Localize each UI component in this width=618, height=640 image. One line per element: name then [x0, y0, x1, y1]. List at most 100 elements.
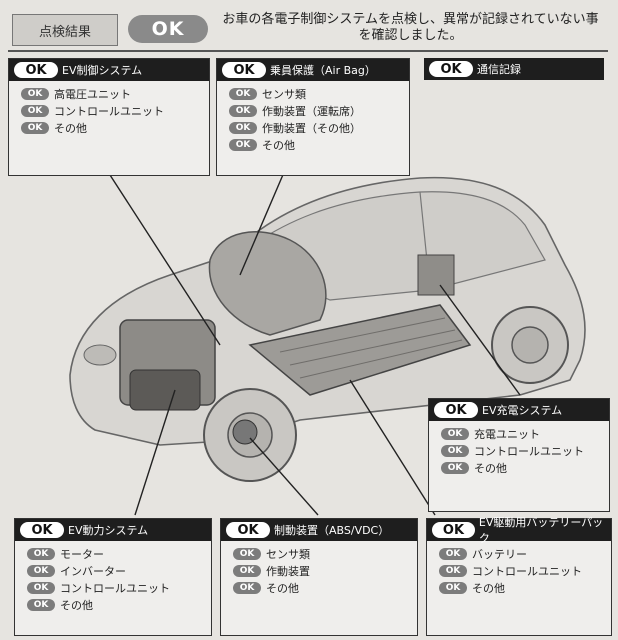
result-message-line-2: を確認しました。: [358, 28, 463, 43]
item-label: その他: [266, 581, 299, 595]
status-badge: OK: [14, 62, 58, 78]
list-item: OK コントロールユニット: [441, 442, 609, 459]
panel-title: 制動装置（ABS/VDC）: [274, 524, 390, 537]
list-item: OK その他: [441, 459, 609, 476]
item-status-badge: OK: [27, 564, 55, 577]
item-status-badge: OK: [441, 444, 469, 457]
result-message-line-1: お車の各電子制御システムを点検し、異常が記録されていない事: [222, 12, 599, 27]
brake-disc: [232, 419, 258, 445]
leader-ev-control: [109, 174, 221, 346]
list-item: OK コントロールユニット: [21, 102, 209, 119]
item-label: 作動装置（運転席）: [262, 104, 361, 118]
item-label: 高電圧ユニット: [54, 87, 131, 101]
list-item: OK 作動装置: [233, 562, 417, 579]
list-item: OK その他: [229, 136, 409, 153]
leader-brake: [249, 437, 319, 516]
item-status-badge: OK: [21, 121, 49, 134]
item-status-badge: OK: [233, 581, 261, 594]
item-status-badge: OK: [229, 121, 257, 134]
result-header: 点検結果 OK お車の各電子制御システムを点検し、異常が記録されていない事 を確…: [8, 8, 608, 52]
panel-header: OK EV駆動用バッテリーパック: [427, 516, 611, 545]
item-label: バッテリー: [472, 547, 527, 561]
item-label: その他: [262, 138, 295, 152]
panel-ev-charge: OK EV充電システム OK 充電ユニット OK コントロールユニット OK その他: [428, 398, 610, 512]
status-badge: OK: [226, 522, 270, 538]
panel-header: OK 制動装置（ABS/VDC）: [221, 519, 417, 541]
panel-item-list: OK センサ類 OK 作動装置 OK その他: [221, 541, 417, 596]
panel-brake: OK 制動装置（ABS/VDC） OK センサ類 OK 作動装置 OK その他: [220, 518, 418, 636]
list-item: OK 作動装置（その他）: [229, 119, 409, 136]
item-status-badge: OK: [27, 547, 55, 560]
item-label: モーター: [60, 547, 104, 561]
panel-title: 通信記録: [477, 63, 521, 76]
list-item: OK センサ類: [233, 545, 417, 562]
panel-item-list: OK 高電圧ユニット OK コントロールユニット OK その他: [9, 81, 209, 136]
status-badge: OK: [432, 522, 475, 538]
item-status-badge: OK: [439, 547, 467, 560]
list-item: OK その他: [233, 579, 417, 596]
battery-cells: [279, 317, 463, 379]
panel-item-list: OK バッテリー OK コントロールユニット OK その他: [427, 541, 611, 596]
item-status-badge: OK: [439, 564, 467, 577]
item-status-badge: OK: [21, 87, 49, 100]
seat-shape: [208, 231, 327, 336]
item-label: コントロールユニット: [474, 444, 584, 458]
item-label: その他: [54, 121, 87, 135]
panel-header: OK EV制御システム: [9, 59, 209, 81]
overall-ok-badge: OK: [128, 15, 208, 43]
item-status-badge: OK: [233, 564, 261, 577]
panel-header: OK 通信記録: [424, 58, 604, 80]
panel-comm-records: OK 通信記録: [424, 58, 604, 80]
item-label: 作動装置（その他）: [262, 121, 361, 135]
result-label: 点検結果: [12, 14, 118, 46]
panel-title: EV充電システム: [482, 404, 563, 417]
item-status-badge: OK: [21, 104, 49, 117]
list-item: OK 充電ユニット: [441, 425, 609, 442]
item-status-badge: OK: [229, 138, 257, 151]
item-label: その他: [472, 581, 505, 595]
item-label: その他: [60, 598, 93, 612]
item-status-badge: OK: [229, 104, 257, 117]
item-label: コントロールユニット: [54, 104, 164, 118]
status-badge: OK: [434, 402, 478, 418]
result-message: お車の各電子制御システムを点検し、異常が記録されていない事 を確認しました。: [213, 12, 608, 44]
list-item: OK モーター: [27, 545, 211, 562]
leader-ev-power: [134, 389, 176, 516]
status-badge: OK: [20, 522, 64, 538]
item-label: 充電ユニット: [474, 427, 540, 441]
item-label: その他: [474, 461, 507, 475]
charger-unit: [417, 254, 455, 296]
status-badge: OK: [222, 62, 266, 78]
list-item: OK その他: [21, 119, 209, 136]
rear-wheel-hub: [511, 326, 549, 364]
item-label: コントロールユニット: [472, 564, 582, 578]
list-item: OK 作動装置（運転席）: [229, 102, 409, 119]
item-status-badge: OK: [439, 581, 467, 594]
panel-title: EV動力システム: [68, 524, 149, 537]
item-label: コントロールユニット: [60, 581, 170, 595]
item-label: 作動装置: [266, 564, 310, 578]
panel-header: OK EV充電システム: [429, 399, 609, 421]
panel-title: EV制御システム: [62, 64, 143, 77]
item-status-badge: OK: [441, 461, 469, 474]
list-item: OK コントロールユニット: [439, 562, 611, 579]
item-status-badge: OK: [233, 547, 261, 560]
item-status-badge: OK: [441, 427, 469, 440]
item-label: センサ類: [266, 547, 310, 561]
list-item: OK 高電圧ユニット: [21, 85, 209, 102]
list-item: OK バッテリー: [439, 545, 611, 562]
panel-title: EV駆動用バッテリーパック: [478, 516, 604, 545]
list-item: OK その他: [439, 579, 611, 596]
panel-battery-pack: OK EV駆動用バッテリーパック OK バッテリー OK コントロールユニット OK…: [426, 516, 612, 636]
panel-header: OK 乗員保護（Air Bag）: [217, 59, 409, 81]
item-status-badge: OK: [229, 87, 257, 100]
